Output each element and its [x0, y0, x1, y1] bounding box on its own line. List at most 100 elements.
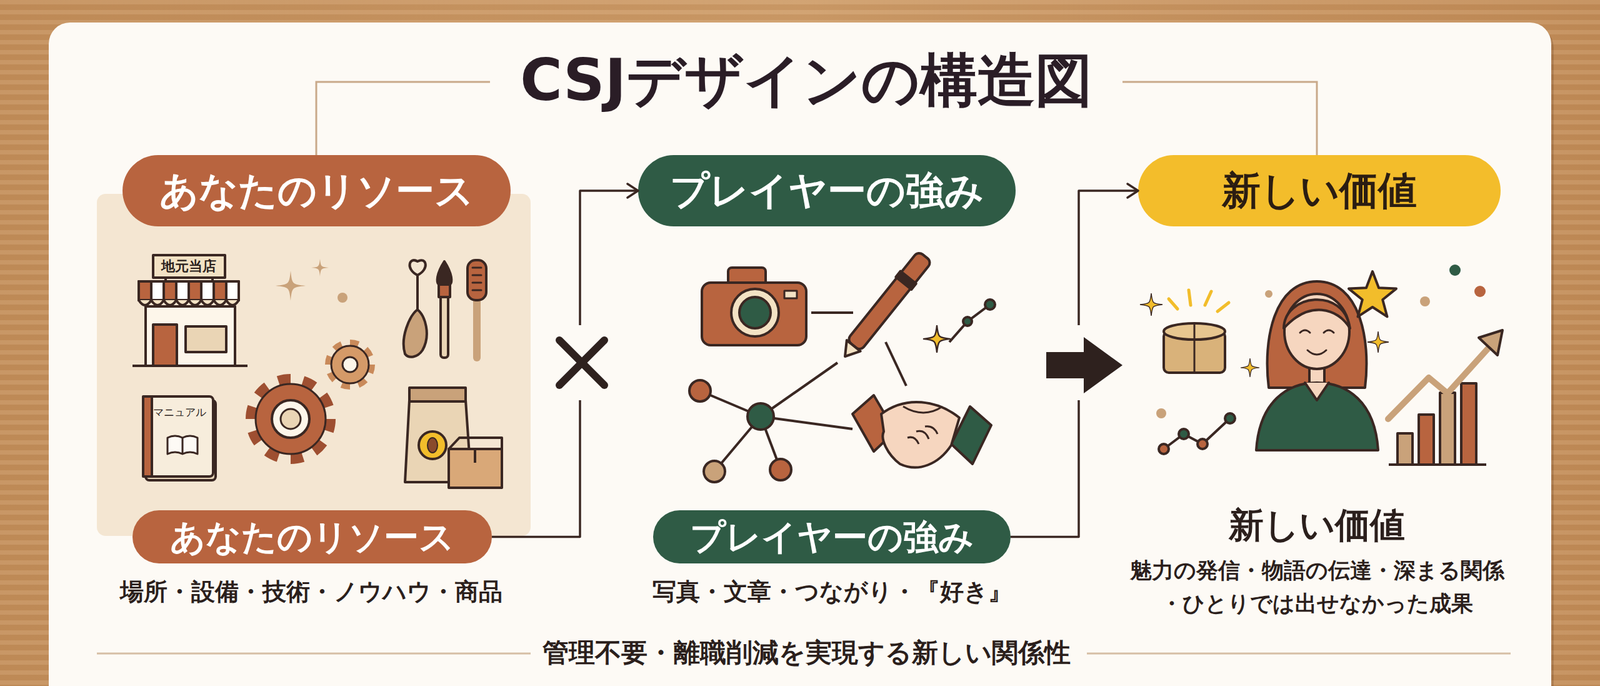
pill-label: あなたのリソース: [159, 169, 474, 212]
decor-dot: [1449, 264, 1461, 276]
result-arrow: [1046, 336, 1123, 394]
shop-icon: [138, 281, 239, 300]
gear-icon: [280, 408, 301, 429]
shop-sign-text: 地元当店: [153, 255, 225, 277]
craft-tools: [416, 275, 419, 310]
mini-graph: [1163, 418, 1230, 449]
mini-graph: [963, 316, 972, 326]
gear-icon: [251, 380, 330, 458]
glow-rays: [1217, 302, 1229, 312]
decor-dot: [1265, 290, 1273, 298]
decor-dot: [1420, 296, 1430, 307]
manual-book: [143, 396, 216, 480]
growth-chart: [1388, 463, 1487, 466]
glow-rays: [1168, 290, 1229, 312]
mini-graph: [1225, 413, 1235, 424]
gear-icon: [342, 356, 358, 372]
gear-icon: [255, 383, 326, 454]
strength-examples: 写真・文章・つながり・『好き』: [594, 576, 1070, 607]
pen-icon: [846, 250, 932, 351]
manual-book: [167, 435, 198, 454]
network-lines: [885, 341, 907, 386]
gear-icon: [271, 400, 310, 438]
title-bracket: [316, 81, 490, 155]
craft-tools: [472, 281, 482, 284]
times-symbol: [559, 340, 605, 385]
shop-icon: [132, 255, 248, 366]
resource-pill: あなたのリソース: [122, 155, 511, 227]
network-lines: [700, 312, 907, 472]
growth-chart: [1397, 433, 1413, 465]
mini-graph: [923, 299, 995, 353]
flow-connector: [1010, 190, 1139, 537]
product-package: [427, 437, 438, 453]
times-symbol: [553, 325, 610, 400]
handshake-icon: [852, 395, 992, 467]
pen-icon: [837, 250, 934, 363]
network-lines: [811, 311, 854, 314]
star-icon: [1348, 271, 1397, 317]
book-title: マニュアル: [145, 405, 214, 419]
resource-pill: あなたのリソース: [132, 510, 492, 564]
craft-tools: [409, 260, 425, 275]
product-package: [409, 387, 466, 402]
gear-icon: [331, 345, 369, 384]
gift-box: [1193, 323, 1196, 373]
handshake-icon: [903, 406, 943, 444]
mini-graph: [1158, 443, 1169, 454]
sparkle: [337, 292, 348, 303]
craft-tools: [403, 309, 427, 357]
network-nodes: [770, 458, 792, 480]
shop-icon: [153, 255, 225, 278]
footer-rule: [96, 652, 531, 655]
growth-chart: [1388, 330, 1503, 465]
title-bracket: [1122, 81, 1317, 155]
craft-tools: [403, 260, 487, 358]
person-icon: [1284, 293, 1350, 369]
shop-icon: [138, 281, 152, 300]
gear-icon: [251, 343, 372, 458]
pill-label: プレイヤーの強み: [670, 169, 984, 212]
camera-icon: [731, 288, 779, 337]
person-icon: [1307, 350, 1327, 355]
mini-graph: [949, 304, 990, 342]
shop-icon: [213, 281, 227, 300]
mini-graph: [985, 299, 995, 310]
decor-dot: [1474, 285, 1486, 297]
growth-chart: [1478, 330, 1503, 355]
sparkle: [275, 258, 348, 303]
glow-rays: [1188, 290, 1191, 305]
craft-tools: [440, 295, 449, 358]
mini-graph: [1178, 428, 1189, 439]
white-panel: [48, 22, 1552, 686]
diagram-title: CSJデザインの構造図: [400, 46, 1213, 115]
strength-pill: プレイヤーの強み: [638, 155, 1016, 227]
person-icon: [1300, 330, 1334, 333]
craft-tools: [472, 266, 482, 269]
person-icon: [1305, 382, 1329, 400]
pen-icon: [838, 340, 861, 362]
shop-icon: [163, 281, 177, 300]
pen-icon: [895, 271, 916, 290]
shop-icon: [138, 300, 239, 305]
shop-icon: [132, 364, 248, 367]
handshake-icon: [881, 401, 960, 468]
footer-note: 管理不要・離職削減を実現する新しい関係性: [525, 636, 1088, 669]
sparkle: [1140, 293, 1163, 316]
shop-icon: [188, 281, 202, 300]
value-description: 魅力の発信・物語の伝達・深まる関係 ・ひとりでは出せなかった成果: [1116, 553, 1517, 620]
glow-rays: [1205, 291, 1212, 305]
craft-tools: [437, 261, 452, 285]
craft-tools: [467, 260, 487, 300]
pill-label: あなたのリソース: [170, 517, 455, 557]
growth-chart: [1418, 414, 1434, 465]
times-symbol: [559, 340, 605, 385]
gear-icon: [328, 343, 372, 386]
growth-chart: [1388, 347, 1489, 419]
camera-icon: [739, 296, 771, 329]
resource-examples: 場所・設備・技術・ノウハウ・商品: [73, 576, 549, 607]
growth-chart: [1461, 383, 1477, 465]
